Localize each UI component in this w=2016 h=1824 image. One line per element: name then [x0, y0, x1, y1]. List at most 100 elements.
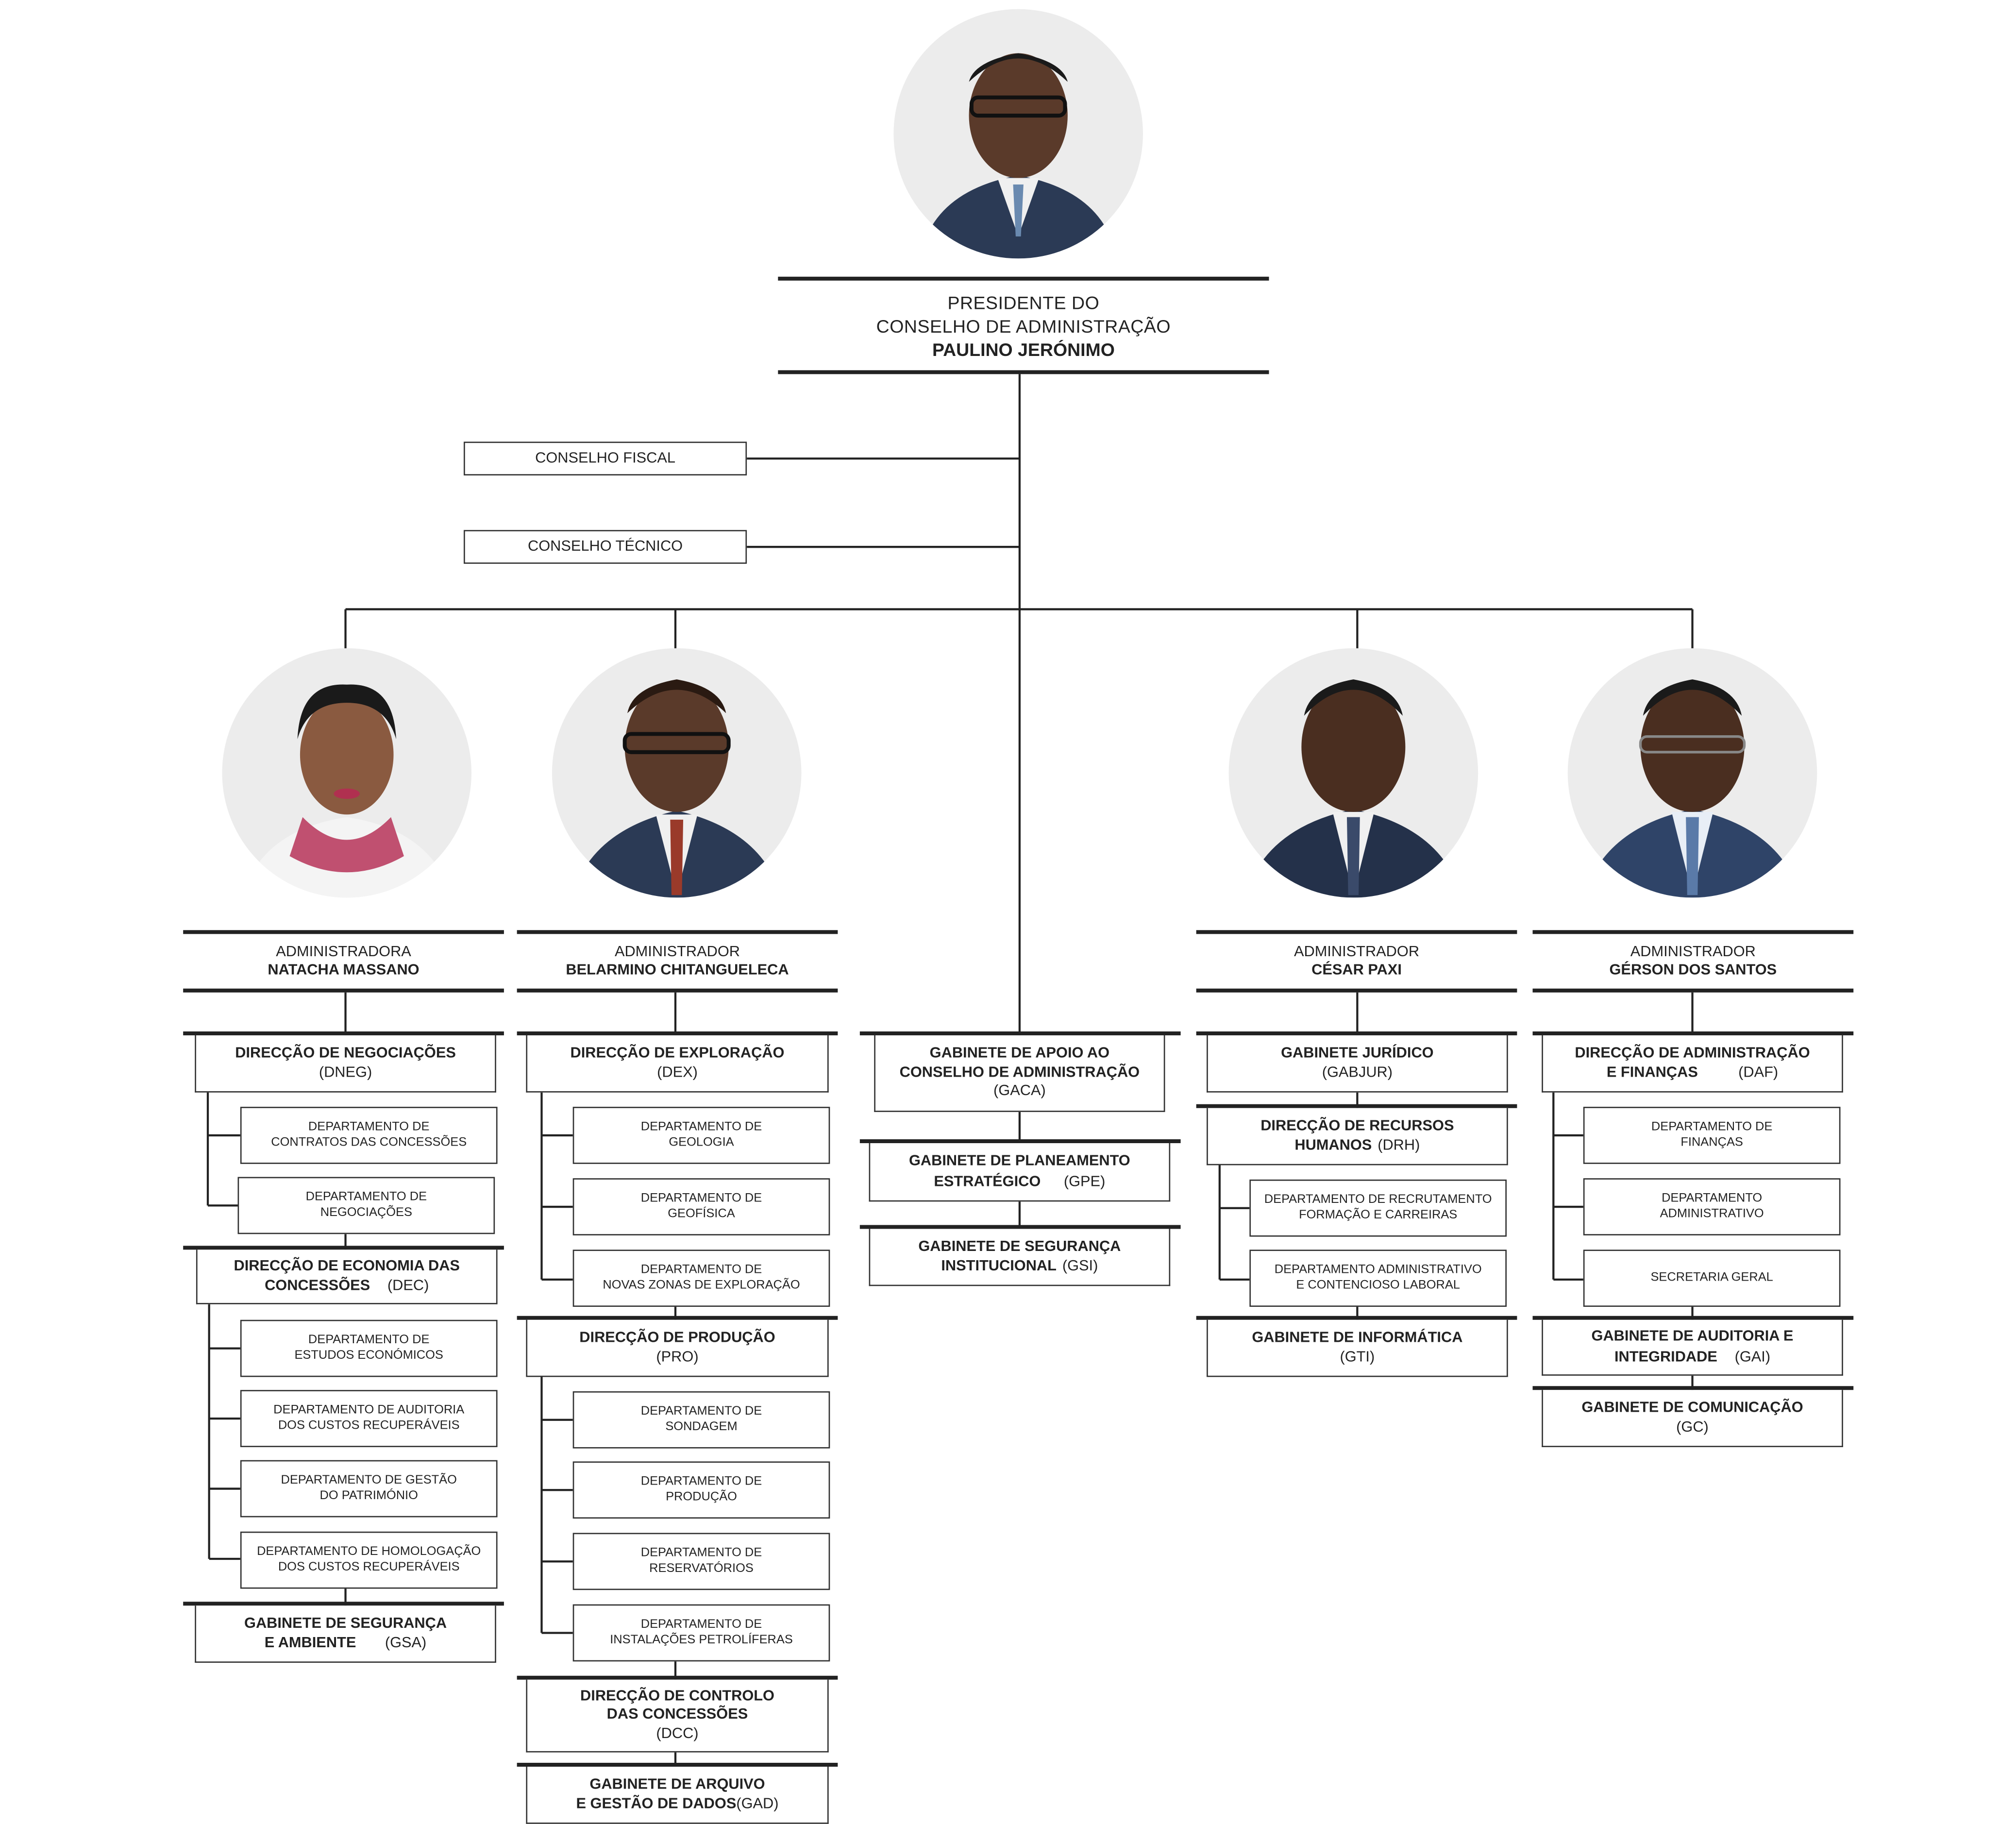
administrator-name: GÉRSON DOS SANTOS	[1609, 963, 1777, 979]
department-box: DEPARTAMENTO DE INSTALAÇÕES PETROLÍFERAS	[572, 1604, 830, 1662]
unit-abbr: (GTI)	[1340, 1349, 1375, 1365]
conselho-fiscal-box: CONSELHO FISCAL	[463, 441, 747, 476]
top-rule	[1532, 1316, 1854, 1320]
department-box: DEPARTAMENTO DE NOVAS ZONAS DE EXPLORAÇÃ…	[572, 1250, 830, 1307]
top-rule	[1532, 1386, 1854, 1390]
unit-abbr: (GSA)	[385, 1635, 427, 1651]
administrator-role: ADMINISTRADOR	[1294, 944, 1420, 960]
conselho-fiscal-label: CONSELHO FISCAL	[535, 450, 675, 466]
top-rule	[1532, 1031, 1854, 1035]
gaca-box: GABINETE DE APOIO AO CONSELHO DE ADMINIS…	[874, 1035, 1165, 1112]
unit-abbr: (GAI)	[1734, 1349, 1771, 1365]
department-box: DEPARTAMENTO DE CONTRATOS DAS CONCESSÕES	[240, 1107, 498, 1164]
administrator-title-1: ADMINISTRADORA NATACHA MASSANO	[183, 930, 504, 993]
administrator-title-4: ADMINISTRADOR GÉRSON DOS SANTOS	[1532, 930, 1854, 993]
department-box: DEPARTAMENTO DE PRODUÇÃO	[572, 1461, 830, 1519]
administrator-role: ADMINISTRADOR	[1630, 944, 1756, 960]
unit-title: GABINETE DE ARQUIVO	[589, 1776, 765, 1792]
administrator-title-3: ADMINISTRADOR CÉSAR PAXI	[1196, 930, 1517, 993]
dept-line1: DEPARTAMENTO	[1662, 1191, 1763, 1206]
top-rule	[1196, 1104, 1517, 1108]
unit-title-line2: INSTITUCIONAL	[941, 1259, 1057, 1275]
department-box: DEPARTAMENTO DE GEOLOGIA	[572, 1107, 830, 1164]
daf-box: DIRECÇÃO DE ADMINISTRAÇÃO E FINANÇAS (DA…	[1542, 1035, 1843, 1093]
administrator-title-2: ADMINISTRADOR BELARMINO CHITANGUELECA	[517, 930, 838, 993]
unit-title-line2: CONCESSÕES	[265, 1278, 370, 1294]
top-rule	[859, 1031, 1181, 1035]
dept-line1: DEPARTAMENTO DE AUDITORIA	[273, 1403, 465, 1418]
president-role-line1: PRESIDENTE DO	[947, 291, 1100, 313]
gad-box: GABINETE DE ARQUIVO E GESTÃO DE DADOS(GA…	[526, 1767, 829, 1824]
administrator-role: ADMINISTRADOR	[614, 944, 740, 960]
dept-line2: RESERVATÓRIOS	[649, 1561, 754, 1576]
department-box: DEPARTAMENTO DE RESERVATÓRIOS	[572, 1533, 830, 1590]
top-rule	[1196, 1316, 1517, 1320]
administrator-photo-1	[222, 648, 472, 898]
unit-title-line2: E FINANÇAS	[1606, 1065, 1698, 1081]
unit-title-line2: INTEGRIDADE	[1614, 1349, 1717, 1365]
unit-title: DIRECÇÃO DE ECONOMIA DAS	[234, 1258, 460, 1274]
president-title-block: PRESIDENTE DO CONSELHO DE ADMINISTRAÇÃO …	[778, 276, 1269, 374]
dept-line1: DEPARTAMENTO DE	[640, 1404, 762, 1419]
dept-line2: INSTALAÇÕES PETROLÍFERAS	[610, 1633, 793, 1647]
conselho-tecnico-box: CONSELHO TÉCNICO	[463, 530, 747, 564]
department-box: DEPARTAMENTO ADMINISTRATIVO E CONTENCIOS…	[1249, 1250, 1507, 1307]
president-role-line2: CONSELHO DE ADMINISTRAÇÃO	[876, 315, 1171, 336]
unit-title: DIRECÇÃO DE ADMINISTRAÇÃO	[1575, 1045, 1810, 1061]
dept-line1: DEPARTAMENTO DE	[1651, 1119, 1773, 1134]
dept-line1: DEPARTAMENTO DE	[308, 1119, 430, 1134]
department-box: SECRETARIA GERAL	[1583, 1250, 1841, 1307]
administrator-photo-2	[552, 648, 802, 898]
president-name: PAULINO JERÓNIMO	[932, 338, 1115, 359]
department-box: DEPARTAMENTO ADMINISTRATIVO	[1583, 1178, 1841, 1235]
unit-title-line2: E AMBIENTE	[264, 1635, 356, 1651]
dept-line2: FORMAÇÃO E CARREIRAS	[1299, 1208, 1458, 1223]
gsa-box: GABINETE DE SEGURANÇA E AMBIENTE (GSA)	[195, 1605, 496, 1663]
dept-line2: ADMINISTRATIVO	[1660, 1207, 1764, 1221]
unit-title: GABINETE DE SEGURANÇA	[244, 1615, 447, 1631]
unit-abbr: (DCC)	[656, 1726, 699, 1742]
top-rule	[517, 1675, 838, 1680]
department-box: DEPARTAMENTO DE ESTUDOS ECONÓMICOS	[240, 1319, 498, 1377]
unit-abbr: (GPE)	[1063, 1173, 1106, 1189]
unit-title: GABINETE DE COMUNICAÇÃO	[1581, 1400, 1803, 1416]
conselho-tecnico-label: CONSELHO TÉCNICO	[528, 539, 683, 555]
unit-title-line2: HUMANOS	[1294, 1138, 1372, 1154]
unit-abbr: (DAF)	[1738, 1065, 1779, 1081]
dept-line1: DEPARTAMENTO DE HOMOLOGAÇÃO	[257, 1544, 481, 1559]
unit-title: DIRECÇÃO DE PRODUÇÃO	[579, 1330, 775, 1346]
top-rule	[517, 1316, 838, 1320]
top-rule	[517, 1031, 838, 1035]
dept-line1: DEPARTAMENTO DE	[305, 1190, 427, 1204]
unit-title-line2: DAS CONCESSÕES	[606, 1707, 748, 1723]
dept-line2: NEGOCIAÇÕES	[320, 1205, 412, 1220]
top-rule	[859, 1225, 1181, 1229]
department-box: DEPARTAMENTO DE GESTÃO DO PATRIMÓNIO	[240, 1460, 498, 1518]
top-rule	[183, 1246, 504, 1250]
unit-title-line2: CONSELHO DE ADMINISTRAÇÃO	[899, 1064, 1140, 1081]
dept-line1: DEPARTAMENTO DE	[640, 1119, 762, 1134]
dept-line1: SECRETARIA GERAL	[1650, 1270, 1773, 1285]
dept-line1: DEPARTAMENTO DE	[640, 1474, 762, 1489]
top-rule	[183, 1602, 504, 1606]
dept-line2: DOS CUSTOS RECUPERÁVEIS	[278, 1560, 460, 1575]
dex-box: DIRECÇÃO DE EXPLORAÇÃO (DEX)	[526, 1035, 829, 1093]
unit-abbr: (GC)	[1676, 1419, 1709, 1435]
dept-line2: DO PATRIMÓNIO	[319, 1488, 418, 1503]
administrator-name: BELARMINO CHITANGUELECA	[566, 963, 789, 979]
administrator-photo-4	[1567, 648, 1817, 898]
unit-title: DIRECÇÃO DE EXPLORAÇÃO	[570, 1046, 785, 1062]
department-box: DEPARTAMENTO DE SONDAGEM	[572, 1391, 830, 1449]
unit-abbr: (DEC)	[387, 1278, 429, 1294]
dept-line2: GEOFÍSICA	[668, 1207, 735, 1221]
gai-box: GABINETE DE AUDITORIA E INTEGRIDADE (GAI…	[1542, 1319, 1843, 1376]
unit-title: GABINETE DE AUDITORIA E	[1591, 1329, 1794, 1345]
dept-line1: DEPARTAMENTO DE RECRUTAMENTO	[1264, 1192, 1492, 1207]
administrator-name: NATACHA MASSANO	[268, 963, 420, 979]
dneg-box: DIRECÇÃO DE NEGOCIAÇÕES (DNEG)	[195, 1035, 496, 1093]
dept-line1: DEPARTAMENTO DE	[640, 1546, 762, 1560]
dept-line1: DEPARTAMENTO ADMINISTRATIVO	[1274, 1263, 1482, 1277]
gabjur-box: GABINETE JURÍDICO (GABJUR)	[1207, 1035, 1508, 1093]
